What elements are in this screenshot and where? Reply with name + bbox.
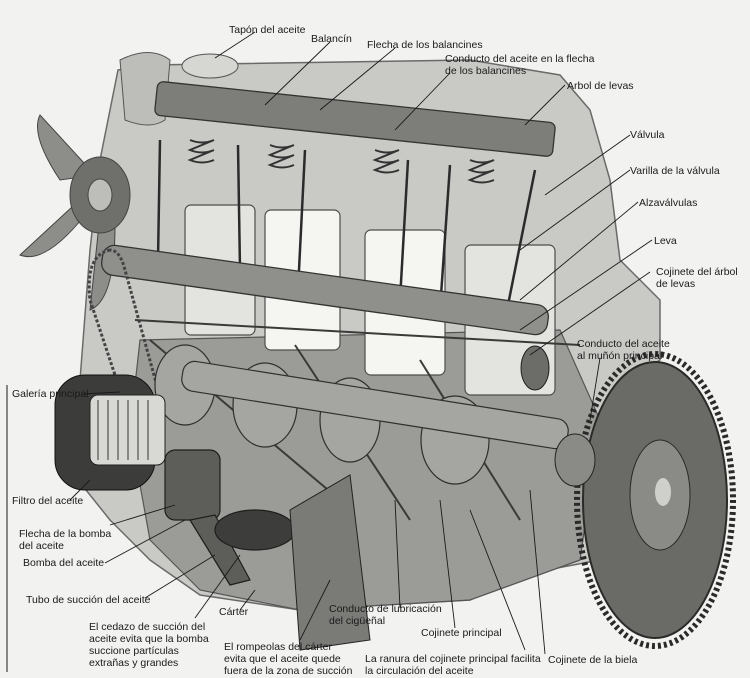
- label-main-gallery: Galería principal: [12, 388, 89, 400]
- label-oil-pump-shaft: Flecha de la bomba del aceite: [19, 528, 112, 552]
- label-crank-oil-duct: Conducto de lubricación del cigüeñal: [329, 603, 442, 627]
- valve-springs: [187, 139, 495, 184]
- label-oil-cap: Tapón del aceite: [229, 24, 306, 36]
- label-valve: Válvula: [630, 129, 665, 141]
- label-camshaft: Arbol de levas: [567, 80, 634, 92]
- leader-lines: [69, 31, 653, 655]
- label-main-bearing: Cojinete principal: [421, 627, 502, 639]
- baffle: [289, 474, 371, 651]
- label-strainer: El cedazo de succión del aceite evita qu…: [89, 621, 209, 669]
- label-pushrod: Varilla de la válvula: [630, 165, 720, 177]
- label-baffle: El rompeolas del cárter evita que el ace…: [224, 641, 353, 677]
- label-oil-pump: Bomba del aceite: [23, 557, 105, 569]
- label-main-journal-oil-duct: Conducto del aceite al muñón principal: [577, 338, 670, 362]
- oil-cap-shape: [181, 53, 239, 79]
- label-oil-filter: Filtro del aceite: [12, 495, 84, 507]
- flywheel: [574, 351, 736, 649]
- label-oil-suction-tube: Tubo de succión del aceite: [26, 594, 151, 606]
- camshaft: [101, 244, 549, 336]
- label-rocker-shaft-oil-duct: Conducto del aceite en la flecha de los …: [445, 53, 595, 77]
- label-rocker-arm: Balancín: [311, 33, 352, 45]
- fan: [19, 114, 131, 311]
- crankshaft: [154, 344, 569, 485]
- main-bearing-rear: [554, 433, 596, 487]
- label-camshaft-bearing: Cojinete del árbol de levas: [656, 266, 738, 290]
- label-tappet: Alzaválvulas: [639, 197, 698, 209]
- rocker-shaft: [154, 81, 556, 157]
- label-sump: Cárter: [219, 606, 249, 618]
- label-rocker-shaft: Flecha de los balancines: [367, 39, 483, 51]
- label-rod-bearing: Cojinete de la biela: [548, 654, 638, 666]
- camshaft-end: [520, 345, 550, 391]
- pushrods: [156, 139, 537, 321]
- oil-pump-assembly: [164, 449, 296, 586]
- label-main-bearing-groove: La ranura del cojinete principal facilit…: [365, 653, 541, 677]
- label-cam: Leva: [654, 235, 677, 247]
- oil-filter-shape: [54, 374, 166, 491]
